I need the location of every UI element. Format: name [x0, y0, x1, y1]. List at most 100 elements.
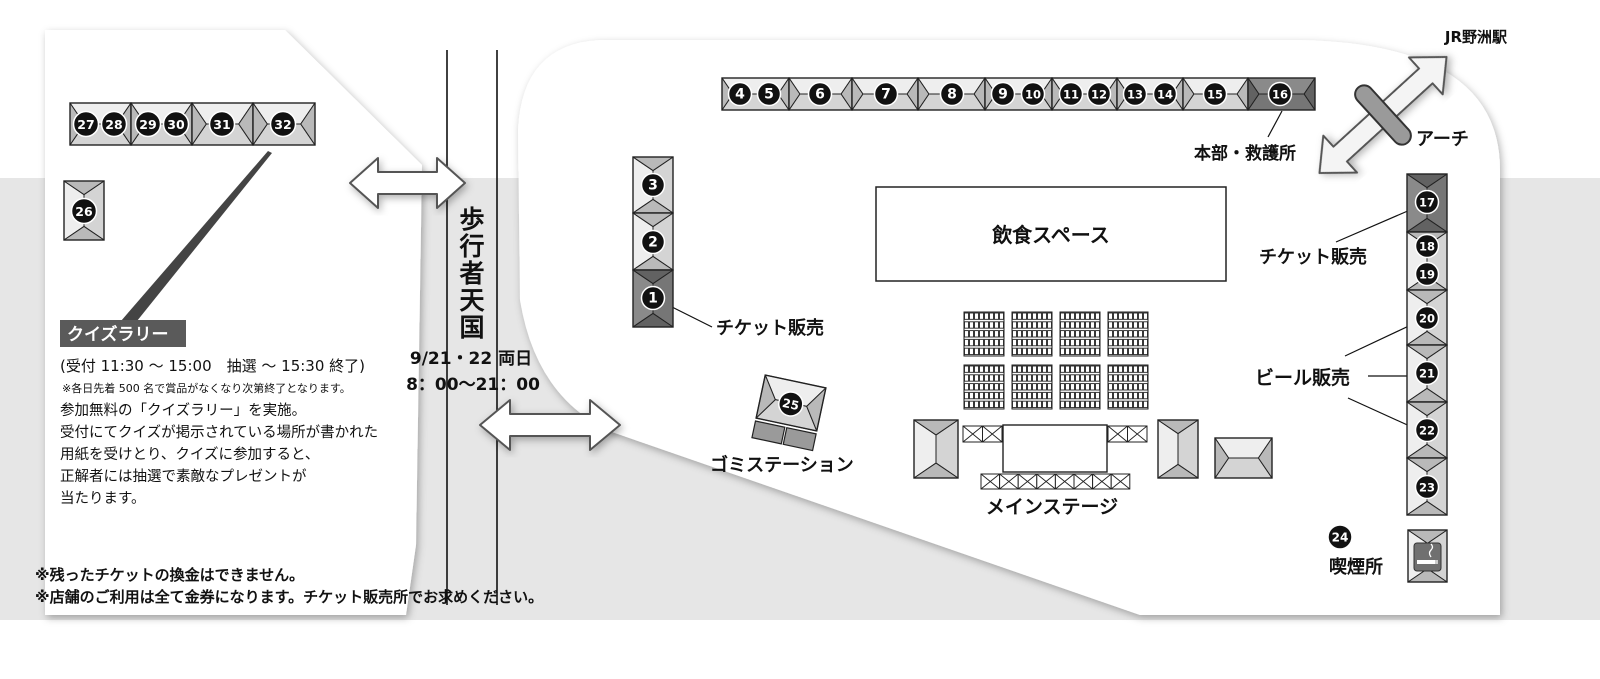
- stage-front-truss: [1110, 473, 1131, 490]
- smoking-area-icon: [1413, 542, 1442, 572]
- leader-ticket-right: [1335, 209, 1411, 243]
- booth-number: 5: [764, 87, 774, 103]
- seating-block: [1107, 364, 1149, 410]
- booth-number: 7: [881, 87, 891, 103]
- booth-number-circle: [134, 110, 162, 138]
- quiz-description-line: 正解者には抽選で素敵なプレゼントが: [60, 468, 307, 485]
- footnote: ※店舗のご利用は全て金券になります。チケット販売所でお求めください。: [35, 588, 543, 606]
- booth-13-marker: 13: [1122, 81, 1148, 107]
- leader-beer-22: [1347, 397, 1415, 429]
- booth-number: 27: [77, 117, 94, 132]
- stage-front-truss: [1036, 473, 1056, 490]
- booth-number: 13: [1127, 88, 1143, 102]
- booth-tent-16: [1247, 77, 1316, 111]
- booth-number-circle: [640, 229, 666, 255]
- booth-number: 21: [1419, 367, 1435, 381]
- booth-number-circle: [162, 110, 190, 138]
- booth-number-circle: [1414, 261, 1440, 287]
- stage-speaker-right: [1107, 425, 1128, 443]
- booth-number-circle: [727, 81, 753, 107]
- schedule-hours: 8：00～21：00: [406, 375, 540, 395]
- booth-number-circle: [873, 81, 899, 107]
- booth-3-marker: 3: [640, 172, 666, 198]
- booth-number-circle: [100, 110, 128, 138]
- booth-number-circle: [1086, 81, 1112, 107]
- booth-number: 2: [648, 235, 658, 251]
- stage-side-tent-far-right: [1214, 437, 1273, 479]
- booth-number: 18: [1419, 240, 1435, 254]
- seating-block: [1059, 364, 1101, 410]
- booth-number-circle: [1414, 360, 1440, 386]
- garbage-station: 25: [751, 374, 827, 452]
- booth-22-marker: 22: [1414, 417, 1440, 443]
- booth-27-marker: 27: [72, 110, 100, 138]
- stage-front-truss: [999, 473, 1019, 490]
- booth-number-circle: [1267, 81, 1293, 107]
- booth-number-circle: [269, 110, 297, 138]
- station-direction-arrow: [1318, 56, 1448, 174]
- ticket-sales-left-label: チケット販売: [716, 317, 824, 339]
- food-space-label: 飲食スペース: [991, 223, 1110, 247]
- garbage-station-label: ゴミステーション: [710, 454, 854, 476]
- booth-5-marker: 5: [756, 81, 782, 107]
- stage-front-truss: [1073, 473, 1094, 490]
- booth-number: 1: [648, 291, 658, 307]
- pedestrian-street: [446, 50, 498, 605]
- booth-number: 23: [1419, 481, 1435, 495]
- stage-front-truss: [1092, 473, 1112, 490]
- station-label: JR野洲駅: [1444, 28, 1508, 46]
- booth-4-marker: 4: [727, 81, 753, 107]
- booth-number: 28: [105, 117, 122, 132]
- booth-number: 16: [1272, 88, 1288, 102]
- booth-number-circle: [756, 81, 782, 107]
- quiz-description-line: 受付にてクイズが掲示されている場所が書かれた: [60, 424, 378, 441]
- smoking-area-label: 喫煙所: [1329, 556, 1383, 578]
- booth-number: 10: [1025, 88, 1041, 102]
- booth-1-marker: 1: [640, 285, 666, 311]
- booth-number: 26: [75, 204, 93, 219]
- booth-number-circle: [1058, 81, 1084, 107]
- booth-number: 31: [213, 117, 230, 132]
- booth-30-marker: 30: [162, 110, 190, 138]
- quiz-description-line: 参加無料の「クイズラリー」を実施。: [60, 402, 306, 419]
- ticket-sales-right-label: チケット販売: [1259, 246, 1367, 268]
- booth-number-circle: [72, 110, 100, 138]
- booth-29-marker: 29: [134, 110, 162, 138]
- main-stage-structure: [962, 424, 1148, 490]
- beer-sales-label: ビール販売: [1255, 366, 1350, 389]
- garbage-bin: [751, 420, 786, 445]
- seating-block: [963, 311, 1005, 357]
- booth-20-marker: 20: [1414, 305, 1440, 331]
- booth-8-marker: 8: [939, 81, 965, 107]
- seating-block: [963, 364, 1005, 410]
- booth-25-marker: 25: [778, 391, 804, 417]
- booth-tent-15: [1182, 77, 1249, 111]
- booth-tent-22: [1406, 401, 1448, 459]
- booth-2-marker: 2: [640, 229, 666, 255]
- booth-number-circle: [1414, 417, 1440, 443]
- booth-number: 9: [998, 87, 1008, 103]
- food-space-area: [875, 186, 1227, 282]
- booth-14-marker: 14: [1152, 81, 1178, 107]
- stage-front-truss: [1054, 473, 1075, 490]
- booth-11-marker: 11: [1058, 81, 1084, 107]
- booth-number: 6: [815, 87, 825, 103]
- booth-number: 12: [1091, 88, 1107, 102]
- seating-block: [1011, 364, 1053, 410]
- booth-32-marker: 32: [269, 110, 297, 138]
- double-arrow-upper: [349, 157, 466, 209]
- stage-front-truss: [1017, 473, 1038, 490]
- booth-31-marker: 31: [208, 110, 236, 138]
- arch-label: アーチ: [1416, 129, 1469, 150]
- quiz-rally-area: [45, 30, 422, 615]
- booth-number-circle: [1414, 233, 1440, 259]
- pedestrian-street-label: 歩行者天国: [456, 206, 485, 341]
- quiz-description-line: 用紙を受けとり、クイズに参加すると、: [60, 446, 319, 463]
- booth-number: 25: [781, 396, 800, 413]
- seating-block: [1011, 311, 1053, 357]
- stage-side-tent-left: [913, 419, 959, 479]
- booth-number-circle: [1122, 81, 1148, 107]
- quiz-title-badge: [60, 320, 186, 347]
